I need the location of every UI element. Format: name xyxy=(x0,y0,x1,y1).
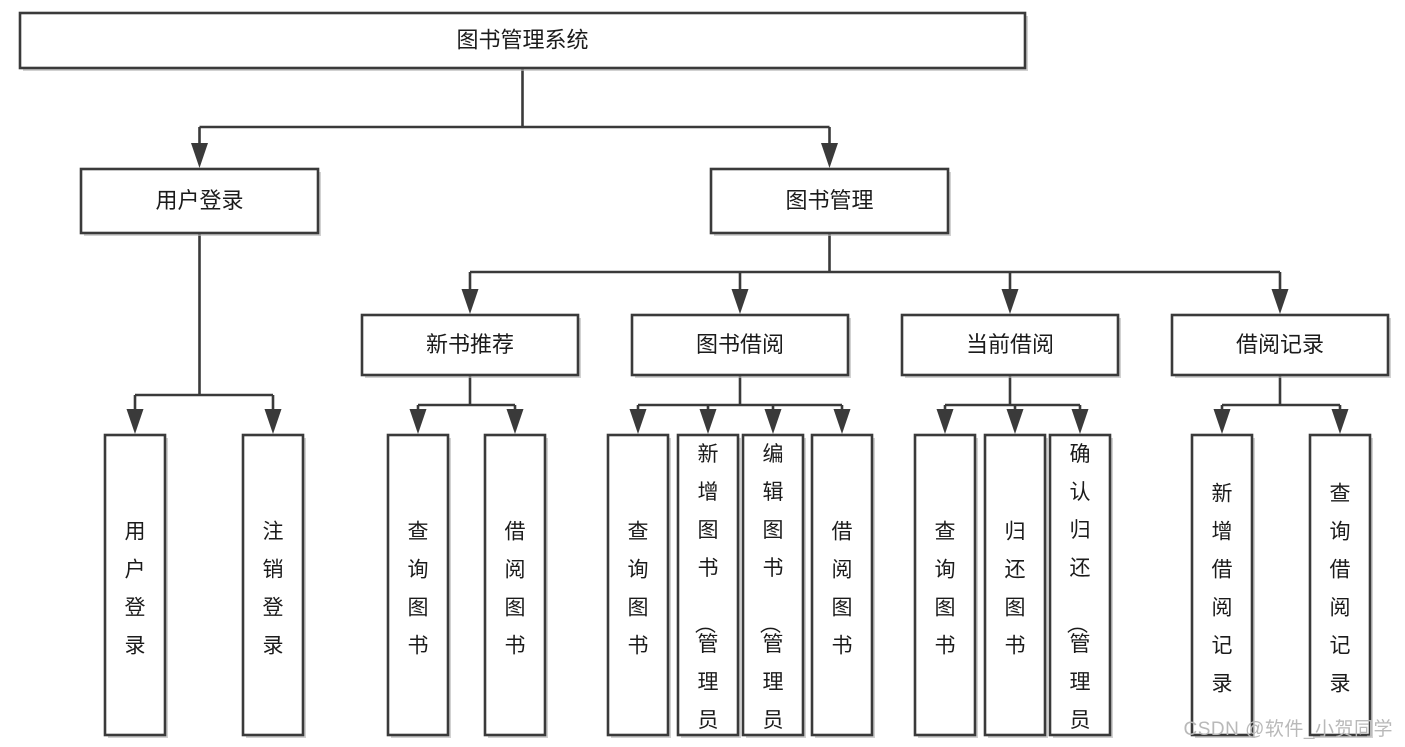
node-label: 图书管理 xyxy=(785,188,873,213)
node-rect[interactable] xyxy=(606,433,670,737)
node-rect[interactable] xyxy=(913,433,977,737)
node-leaf-query-book-rec[interactable]: 查询图书 xyxy=(386,433,451,738)
node-label: 编辑图书（管理员） xyxy=(758,443,784,747)
node-rect[interactable] xyxy=(79,167,320,235)
node-rect[interactable] xyxy=(18,11,1027,70)
node-rect[interactable] xyxy=(103,433,167,737)
arrow-head-icon xyxy=(1271,289,1289,314)
arrow-head-icon xyxy=(1006,409,1024,434)
node-label: 当前借阅 xyxy=(966,332,1054,357)
node-book-manage[interactable]: 图书管理 xyxy=(709,167,951,236)
node-label: 新增借阅记录 xyxy=(1212,483,1233,696)
node-rect[interactable] xyxy=(983,433,1047,737)
node-label: 借阅图书 xyxy=(505,521,526,658)
node-rect[interactable] xyxy=(741,433,805,737)
node-label: 查询借阅记录 xyxy=(1330,483,1351,696)
node-leaf-query-book-borrow[interactable]: 查询图书 xyxy=(606,433,671,738)
connector-group-borrow-record xyxy=(1213,375,1349,434)
node-leaf-add-book-admin[interactable]: 新增图书（管理员） xyxy=(676,433,741,747)
node-leaf-edit-book-admin[interactable]: 编辑图书（管理员） xyxy=(741,433,806,747)
node-rect[interactable] xyxy=(1048,433,1112,737)
node-current-borrow[interactable]: 当前借阅 xyxy=(900,313,1121,378)
connector-group-current-borrow xyxy=(936,375,1089,434)
node-leaf-borrow-book[interactable]: 借阅图书 xyxy=(810,433,875,738)
connector-group-new-book-rec xyxy=(409,375,524,434)
node-label: 查询图书 xyxy=(935,521,956,658)
node-leaf-query-borrow-record[interactable]: 查询借阅记录 xyxy=(1308,433,1373,738)
node-rect[interactable] xyxy=(386,433,450,737)
connector-group-book-manage xyxy=(461,233,1289,314)
node-new-book-rec[interactable]: 新书推荐 xyxy=(360,313,581,378)
arrow-head-icon xyxy=(833,409,851,434)
node-rect[interactable] xyxy=(1170,313,1390,377)
arrow-head-icon xyxy=(126,409,144,434)
arrow-head-icon xyxy=(1331,409,1349,434)
node-label: 新书推荐 xyxy=(426,332,514,357)
node-label: 注销登录 xyxy=(263,521,284,658)
node-rect[interactable] xyxy=(1308,433,1372,737)
node-rect[interactable] xyxy=(676,433,740,737)
arrow-head-icon xyxy=(821,143,838,168)
node-layer: 图书管理系统用户登录图书管理新书推荐图书借阅当前借阅借阅记录用户登录注销登录查询… xyxy=(18,11,1391,747)
node-label: 查询图书 xyxy=(408,521,429,658)
node-root[interactable]: 图书管理系统 xyxy=(18,11,1028,71)
node-label: 新增图书（管理员） xyxy=(693,443,719,747)
node-leaf-confirm-return-admin[interactable]: 确认归还（管理员） xyxy=(1048,433,1113,747)
node-leaf-query-book-current[interactable]: 查询图书 xyxy=(913,433,978,738)
node-label: 借阅记录 xyxy=(1236,332,1324,357)
node-user-login[interactable]: 用户登录 xyxy=(79,167,321,236)
node-label: 确认归还（管理员） xyxy=(1065,443,1091,747)
node-rect[interactable] xyxy=(900,313,1120,377)
node-leaf-return-book[interactable]: 归还图书 xyxy=(983,433,1048,738)
arrow-head-icon xyxy=(264,409,282,434)
watermark-text: CSDN @软件_小贺同学 xyxy=(1183,719,1393,740)
node-book-borrow[interactable]: 图书借阅 xyxy=(630,313,851,378)
node-rect[interactable] xyxy=(483,433,547,737)
node-borrow-record[interactable]: 借阅记录 xyxy=(1170,313,1391,378)
node-leaf-user-login[interactable]: 用户登录 xyxy=(103,433,168,738)
arrow-head-icon xyxy=(1213,409,1231,434)
arrow-head-icon xyxy=(1001,289,1019,314)
arrow-head-icon xyxy=(629,409,647,434)
node-label: 查询图书 xyxy=(628,521,649,658)
node-label: 图书管理系统 xyxy=(456,27,588,52)
node-rect[interactable] xyxy=(709,167,950,235)
node-rect[interactable] xyxy=(360,313,580,377)
node-leaf-add-borrow-record[interactable]: 新增借阅记录 xyxy=(1190,433,1255,738)
node-label: 归还图书 xyxy=(1005,521,1026,658)
connector-group-user-login xyxy=(126,233,282,434)
arrow-head-icon xyxy=(191,143,208,168)
arrow-head-icon xyxy=(764,409,782,434)
node-leaf-borrow-book-rec[interactable]: 借阅图书 xyxy=(483,433,548,738)
arrow-head-icon xyxy=(1071,409,1089,434)
node-leaf-user-logout[interactable]: 注销登录 xyxy=(241,433,306,738)
arrow-head-icon xyxy=(409,409,427,434)
connector-group-root xyxy=(191,68,838,168)
node-rect[interactable] xyxy=(241,433,305,737)
arrow-head-icon xyxy=(731,289,749,314)
node-label: 借阅图书 xyxy=(832,521,853,658)
arrow-head-icon xyxy=(461,289,479,314)
node-label: 图书借阅 xyxy=(696,332,784,357)
node-label: 用户登录 xyxy=(155,188,243,213)
connector-group-book-borrow xyxy=(629,375,851,434)
arrow-head-icon xyxy=(936,409,954,434)
arrow-head-icon xyxy=(506,409,524,434)
node-rect[interactable] xyxy=(810,433,874,737)
node-rect[interactable] xyxy=(630,313,850,377)
node-rect[interactable] xyxy=(1190,433,1254,737)
connector-layer xyxy=(126,68,1349,434)
arrow-head-icon xyxy=(699,409,717,434)
node-label: 用户登录 xyxy=(125,521,146,658)
